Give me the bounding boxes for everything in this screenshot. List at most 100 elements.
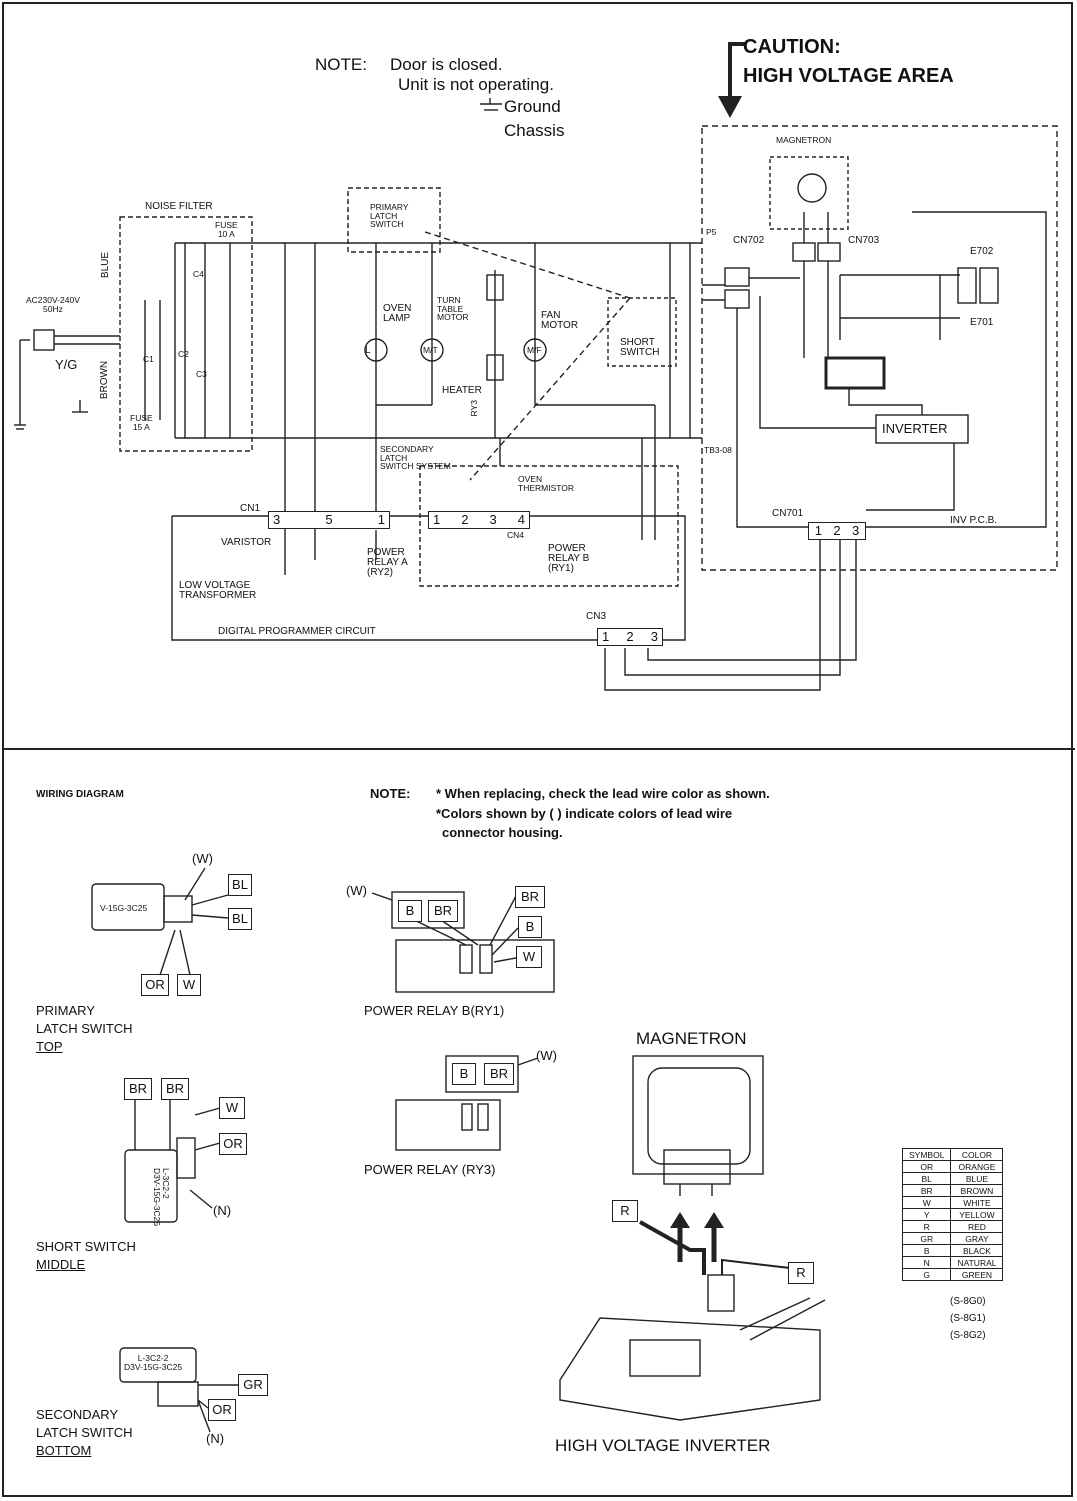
secondary-latch-label: SECONDARY LATCH SWITCH SYSTEM [380, 444, 451, 471]
wiring-note-line3: connector housing. [442, 825, 563, 840]
cn4-pin: 1 [433, 512, 441, 527]
secondary-or-tag: OR [208, 1399, 236, 1421]
c3-label: C3 [196, 369, 207, 379]
c2-label: C2 [178, 349, 189, 359]
caution-title: CAUTION: [743, 36, 841, 58]
relay-b-br-tag: BR [428, 900, 458, 922]
cn4-pin: 3 [489, 512, 497, 527]
secondary-caption-3: BOTTOM [36, 1443, 92, 1458]
inverter-label: INVERTER [882, 421, 948, 436]
secondary-switch-part: L-3C2-2 D3V-15G-3C25 [124, 1353, 183, 1372]
short-br-tag-1: BR [124, 1078, 152, 1100]
power-relay-a-label: POWER RELAY A (RY2) [367, 547, 408, 578]
legend-color: GRAY [950, 1232, 1004, 1245]
legend-color: GREEN [950, 1268, 1004, 1281]
short-n-housing: (N) [213, 1203, 232, 1218]
c4-label: C4 [193, 269, 204, 279]
fan-symbol: M/F [527, 345, 542, 355]
model-code-1: (S-8G0) [950, 1296, 986, 1307]
cn1-connector: 3 5 1 [268, 511, 390, 529]
wiring-note-line2: *Colors shown by ( ) indicate colors of … [436, 806, 733, 821]
legend-symbol: BR [901, 1184, 952, 1197]
legend-header-row: SYMBOL COLOR [901, 1148, 1004, 1161]
note-not-operating: Unit is not operating. [398, 75, 554, 94]
primary-bl-tag-1: BL [228, 874, 252, 896]
ac-input-label: AC230V-240V 50Hz [26, 295, 80, 314]
low-voltage-transformer-label: LOW VOLTAGE TRANSFORMER [179, 580, 257, 601]
cn3-pin: 1 [602, 629, 610, 644]
relay-b-w-tag-right: W [516, 946, 542, 968]
fuse-10a-label: FUSE 10 A [215, 220, 238, 239]
caution-subtitle: HIGH VOLTAGE AREA [743, 65, 954, 87]
inverter-caption: HIGH VOLTAGE INVERTER [555, 1436, 771, 1455]
primary-latch-label: PRIMARY LATCH SWITCH [370, 202, 409, 229]
cn701-label: CN701 [772, 508, 804, 519]
cn3-pin: 2 [626, 629, 634, 644]
legend-color: YELLOW [950, 1208, 1004, 1221]
c1-label: C1 [143, 354, 154, 364]
inv-pcb-label: INV P.C.B. [950, 515, 998, 526]
legend-color: BROWN [950, 1184, 1004, 1197]
cn702-label: CN702 [733, 235, 765, 246]
ground-label: Ground [504, 97, 561, 116]
cn1-pin: 3 [273, 512, 281, 527]
varistor-label: VARISTOR [221, 537, 272, 548]
short-caption-2: MIDDLE [36, 1257, 86, 1272]
legend-symbol: OR [901, 1160, 952, 1173]
noise-filter-label: NOISE FILTER [145, 201, 213, 212]
cn701-connector: 1 2 3 [808, 522, 866, 540]
note-prefix: NOTE: [315, 55, 367, 74]
cn701-pin: 2 [833, 523, 841, 538]
cn3-connector: 1 2 3 [597, 628, 663, 646]
cn3-label: CN3 [586, 611, 607, 622]
short-switch-label: SHORT SWITCH [620, 337, 660, 358]
primary-w-housing: (W) [192, 851, 213, 866]
cn4-label: CN4 [507, 530, 525, 540]
relay-b-caption: POWER RELAY B(RY1) [364, 1003, 505, 1018]
relay3-w-housing: (W) [536, 1048, 557, 1063]
section-divider [2, 748, 1075, 750]
primary-w-tag: W [177, 974, 201, 996]
turntable-motor-label: TURN TABLE MOTOR [437, 295, 469, 322]
secondary-caption-2: LATCH SWITCH [36, 1425, 133, 1440]
legend-color: NATURAL [950, 1256, 1004, 1269]
legend-color: BLUE [950, 1172, 1004, 1185]
relay-b-br-tag-right: BR [515, 886, 545, 908]
legend-symbol: G [901, 1268, 952, 1281]
relay-b-b-tag: B [398, 900, 422, 922]
legend-symbol: GR [901, 1232, 952, 1245]
legend-symbol: Y [901, 1208, 952, 1221]
primary-bl-tag-2: BL [228, 908, 252, 930]
model-code-3: (S-8G2) [950, 1330, 986, 1341]
oven-thermistor-label: OVEN THERMISTOR [518, 474, 575, 493]
wiring-title: WIRING DIAGRAM [36, 789, 124, 800]
dpc-label: DIGITAL PROGRAMMER CIRCUIT [218, 626, 376, 637]
legend-symbol: N [901, 1256, 952, 1269]
secondary-n-housing: (N) [206, 1431, 225, 1446]
primary-caption-1: PRIMARY [36, 1003, 95, 1018]
legend-color: BLACK [950, 1244, 1004, 1257]
cn1-pin: 1 [377, 512, 385, 527]
yg-wire-label: Y/G [55, 357, 78, 372]
oven-lamp-label: OVEN LAMP [383, 303, 412, 324]
turntable-symbol: M/T [423, 345, 438, 355]
secondary-gr-tag: GR [238, 1374, 268, 1396]
legend-color: WHITE [950, 1196, 1004, 1209]
fuse-15a-label: FUSE 15 A [130, 413, 153, 432]
cn703-label: CN703 [848, 235, 880, 246]
short-or-tag: OR [219, 1133, 247, 1155]
legend-header-symbol: SYMBOL [901, 1148, 952, 1161]
magnetron-r-tag-left: R [612, 1200, 638, 1222]
p5-label: P5 [706, 227, 717, 237]
primary-switch-part: V-15G-3C25 [100, 903, 148, 913]
relay-b-w-housing: (W) [346, 883, 367, 898]
short-br-tag-2: BR [161, 1078, 189, 1100]
legend-header-color: COLOR [950, 1148, 1004, 1161]
relay3-caption: POWER RELAY (RY3) [364, 1162, 496, 1177]
short-switch-part: L-3C2-2 D3V-15G-3C25 [152, 1168, 172, 1227]
